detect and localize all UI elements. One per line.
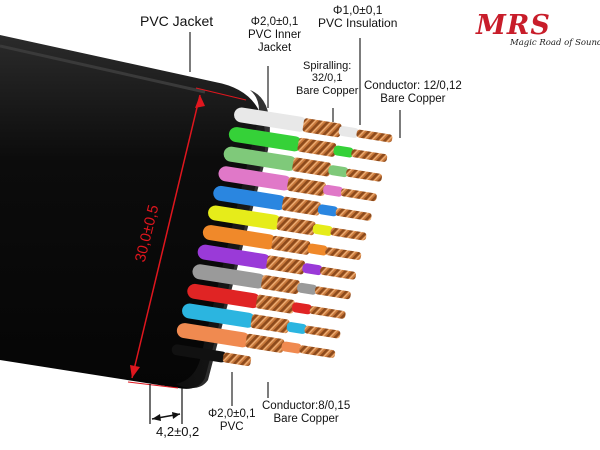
core-5-spiral-shield [281,196,321,216]
core-10-conductor [309,306,346,319]
core-13-spiral-shield [222,352,252,367]
core-1-jacket [234,107,308,132]
core-11 [182,303,341,339]
core-8 [197,244,356,280]
thickness-dimension-label: 4,2±0,2 [156,424,200,439]
leader-lines [189,32,401,406]
core-5 [213,185,372,221]
logo-tagline: Magic Road of Sound [510,38,600,48]
core-3-spiral-shield [292,157,332,177]
core-8-conductor [320,266,356,280]
insulation-line-1: Φ1,0±0,1 [332,3,383,17]
core-13 [171,344,252,367]
core-5-jacket [213,185,287,211]
cores-group [171,107,393,367]
core-7-insulation [307,243,328,256]
core-12-insulation [281,341,302,354]
core-3-conductor [346,168,382,182]
core-4 [218,166,377,202]
inner-jacket-line-3: Jacket [257,41,292,54]
jacket-highlight [0,44,206,94]
inner-jacket-line-1: Φ2,0±0,1 [250,16,299,28]
label-pvc-jacket-text: PVC Jacket [140,13,214,29]
spiralling-line-2: 32/0,1 [311,72,343,85]
core-6 [208,205,367,241]
core-4-conductor [340,188,377,202]
core-5-insulation [317,204,339,217]
core-1 [234,107,393,143]
core-11-conductor [304,325,341,339]
core-7 [202,225,362,260]
insulation-line-2: PVC Insulation [318,16,398,31]
label-spiralling: Spiralling: 32/0,1 Bare Copper [296,60,358,97]
core-3 [223,146,382,182]
core-9-spiral-shield [261,275,300,294]
core-9-jacket [192,264,266,289]
core-6-conductor [330,227,367,241]
core-8-insulation [302,263,323,276]
width-dimension-line [127,87,247,389]
logo-brand: MRS [476,10,551,41]
thickness-dimension-line [149,384,183,424]
core-8-spiral-shield [266,255,306,275]
core-4-jacket [218,166,292,191]
core-11-jacket [182,303,256,328]
core-9 [192,264,351,300]
core-7-spiral-shield [271,235,311,255]
core-2 [228,127,388,162]
pvc-small-line-2: PVC [219,420,244,433]
core-11-spiral-shield [250,314,290,334]
inner-jacket-line-2: PVC Inner [248,28,302,41]
core-4-spiral-shield [287,177,326,196]
core-7-jacket [202,225,277,250]
core-12-spiral-shield [245,333,285,353]
core-2-jacket [228,127,303,152]
core-10-jacket [187,283,261,309]
label-conductor-main: Conductor: 12/0,12 Bare Copper [364,80,462,106]
core-12 [176,323,336,358]
core-4-insulation [323,184,344,197]
outer-jacket [0,35,266,389]
conductor-small-line-2: Bare Copper [273,412,339,425]
core-7-conductor [325,247,362,260]
core-2-conductor [351,149,388,162]
pvc-small-line-1: Φ2,0±0,1 [208,408,256,420]
core-6-jacket [208,205,282,230]
core-12-jacket [176,323,251,348]
core-11-insulation [286,322,307,334]
label-conductor-small: Conductor:8/0,15 Bare Copper [262,400,350,426]
core-6-spiral-shield [276,216,316,236]
conductor-small-line-1: Conductor:8/0,15 [262,400,351,412]
core-10-insulation [291,302,313,315]
core-2-spiral-shield [297,137,337,157]
conductor-main-line-2: Bare Copper [380,92,446,105]
conductor-main-line-1: Conductor: 12/0,12 [364,80,462,92]
spiralling-line-3: Bare Copper [296,84,359,97]
label-inner-jacket: Φ2,0±0,1 PVC Inner Jacket [248,16,301,55]
core-8-jacket [197,244,271,269]
core-10-spiral-shield [255,294,295,314]
label-pvc-jacket: PVC Jacket [140,13,214,30]
core-2-insulation [333,145,354,158]
core-3-insulation [328,165,349,178]
core-9-insulation [297,282,318,295]
spiralling-line-1: Spiralling: [303,60,352,72]
core-13-jacket [171,344,228,363]
core-1-conductor [356,129,393,143]
core-1-spiral-shield [302,118,342,138]
core-9-conductor [314,286,351,300]
core-6-insulation [312,224,333,236]
label-pvc-small: Φ2,0±0,1 PVC [208,408,255,434]
core-3-jacket [223,146,297,171]
core-10 [187,283,346,319]
mrs-logo: MRS Magic Road of Sound [468,10,600,50]
core-1-insulation [338,126,359,138]
label-insulation: Φ1,0±0,1 PVC Insulation [318,3,398,31]
core-12-conductor [299,345,336,358]
core-5-conductor [335,208,372,221]
